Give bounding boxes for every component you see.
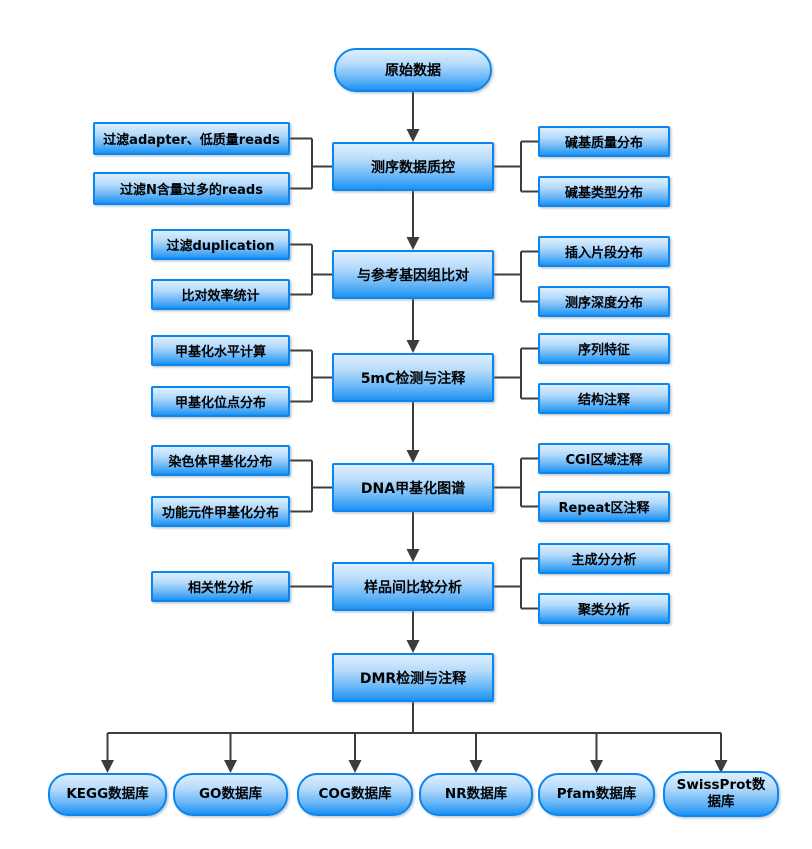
node-sequence-features: 序列特征 (538, 333, 670, 364)
node-genome-alignment: 与参考基因组比对 (332, 250, 494, 299)
node-chromosome-methylation: 染色体甲基化分布 (151, 445, 290, 476)
node-methylation-sites: 甲基化位点分布 (151, 386, 290, 417)
node-sample-comparison: 样品间比较分析 (332, 562, 494, 611)
node-raw-data: 原始数据 (334, 48, 492, 92)
node-db-go: GO数据库 (173, 773, 288, 816)
node-pca: 主成分分析 (538, 543, 670, 574)
node-base-quality: 碱基质量分布 (538, 126, 670, 157)
arrowheads (101, 129, 728, 773)
node-db-nr: NR数据库 (419, 773, 533, 816)
node-filter-duplication: 过滤duplication (151, 229, 290, 260)
node-correlation-analysis: 相关性分析 (151, 571, 290, 602)
node-insert-size: 插入片段分布 (538, 236, 670, 267)
node-mapping-rate: 比对效率统计 (151, 279, 290, 310)
node-db-cog: COG数据库 (297, 773, 413, 816)
node-depth-distribution: 测序深度分布 (538, 286, 670, 317)
node-structure-annotation: 结构注释 (538, 383, 670, 414)
node-base-type: 碱基类型分布 (538, 176, 670, 207)
node-5mc-detection: 5mC检测与注释 (332, 353, 494, 402)
node-sequencing-qc: 测序数据质控 (332, 142, 494, 191)
node-dna-methylation-profile: DNA甲基化图谱 (332, 463, 494, 512)
node-db-pfam: Pfam数据库 (538, 773, 655, 816)
node-dmr-detection: DMR检测与注释 (332, 653, 494, 702)
node-functional-element-methylation: 功能元件甲基化分布 (151, 496, 290, 527)
node-db-swissprot: SwissProt数据库 (663, 771, 779, 817)
node-cluster-analysis: 聚类分析 (538, 593, 670, 624)
node-repeat-annotation: Repeat区注释 (538, 491, 670, 522)
node-filter-adapter: 过滤adapter、低质量reads (93, 122, 290, 155)
node-db-kegg: KEGG数据库 (48, 773, 167, 816)
node-methylation-level: 甲基化水平计算 (151, 335, 290, 366)
node-filter-n-reads: 过滤N含量过多的reads (93, 172, 290, 205)
node-cgi-annotation: CGI区域注释 (538, 443, 670, 474)
